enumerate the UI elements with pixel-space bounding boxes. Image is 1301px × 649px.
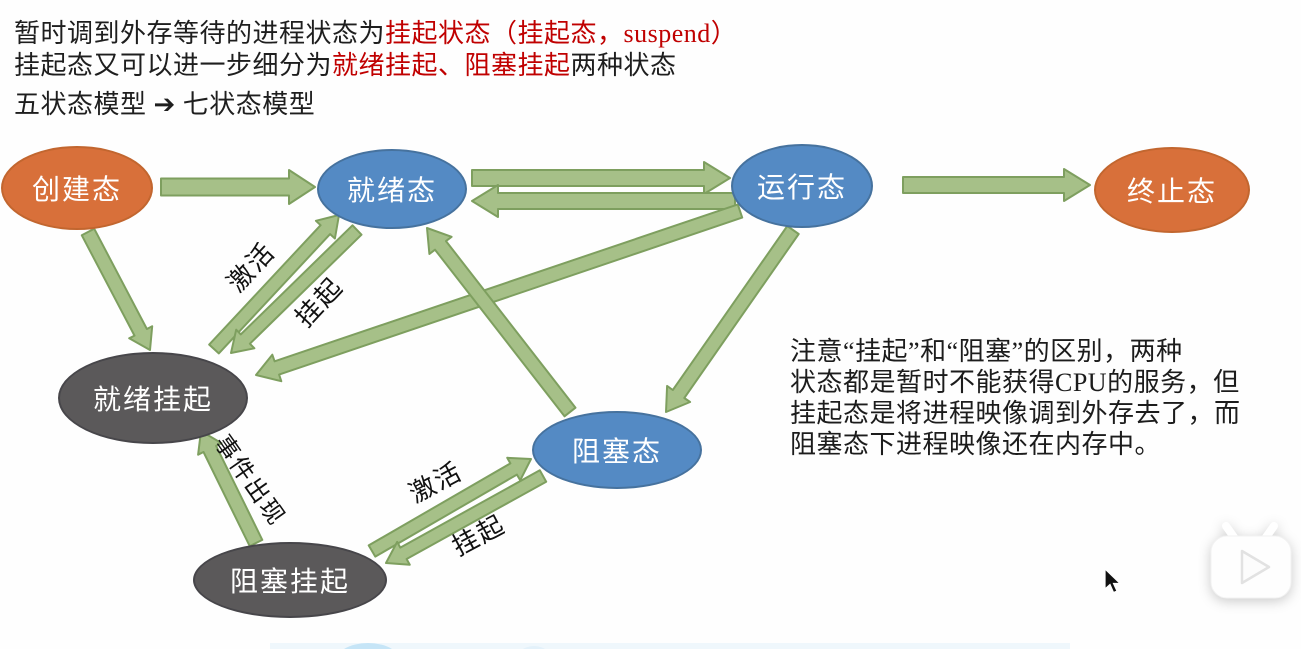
note-paragraph: 注意“挂起”和“阻塞”的区别，两种状态都是暂时不能获得CPU的服务，但挂起态是将… — [790, 336, 1295, 460]
header-line-3: 五状态模型 ➔ 七状态模型 — [14, 89, 737, 121]
tv-play-icon — [1210, 522, 1292, 599]
state-node-create: 创建态 — [1, 146, 153, 230]
arrow-suspend-blocked — [385, 469, 548, 566]
arrow-blocked-to-ready — [426, 227, 577, 418]
arrow-create-to-ready — [160, 169, 316, 205]
state-node-ready-suspended: 就绪挂起 — [58, 352, 248, 444]
bottom-blob-2 — [522, 646, 546, 649]
arrow-create-to-ready-suspended — [80, 227, 154, 351]
state-node-blocked-suspended: 阻塞挂起 — [193, 542, 387, 618]
state-node-running: 运行态 — [731, 144, 873, 228]
arrow-event-occurs — [197, 430, 264, 548]
arrow-activate-blocked-suspended — [367, 456, 532, 558]
note-line-4: 阻塞态下进程映像还在内存中。 — [790, 430, 1162, 459]
plain-text: 挂起态又可以进一步细分为 — [14, 51, 333, 80]
mouse-cursor — [1104, 567, 1124, 602]
highlight-red-text: 就绪挂起、阻塞挂起 — [332, 51, 571, 80]
highlight-red-text: 挂起状态（挂起态，suspend） — [385, 19, 738, 48]
bottom-band — [270, 643, 1070, 649]
plain-text: 五状态模型 ➔ 七状态模型 — [14, 90, 316, 119]
tv-play-watermark — [1206, 518, 1301, 618]
arrow-running-to-ready-suspended — [255, 203, 744, 383]
note-line-3: 挂起态是将进程映像调到外存去了，而 — [790, 399, 1241, 428]
arrow-activate-ready-suspended — [208, 214, 340, 355]
state-node-ready: 就绪态 — [317, 149, 467, 229]
note-line-1: 注意“挂起”和“阻塞”的区别，两种 — [790, 337, 1183, 366]
plain-text: 两种状态 — [570, 51, 677, 80]
state-node-terminated: 终止态 — [1094, 147, 1250, 233]
arrow-running-to-ready — [471, 184, 736, 218]
plain-text: 暂时调到外存等待的进程状态为 — [14, 19, 386, 48]
header-line-1: 暂时调到外存等待的进程状态为挂起状态（挂起态，suspend） — [14, 18, 737, 50]
arrow-suspend-ready — [230, 224, 363, 354]
state-node-blocked: 阻塞态 — [532, 411, 702, 489]
note-line-2: 状态都是暂时不能获得CPU的服务，但 — [790, 368, 1240, 397]
arrow-ready-to-running — [471, 161, 731, 195]
arrow-running-to-terminated — [902, 168, 1091, 202]
bottom-blob-1 — [343, 643, 393, 649]
arrow-running-to-blocked — [665, 225, 800, 413]
header-line-2: 挂起态又可以进一步细分为就绪挂起、阻塞挂起两种状态 — [14, 50, 737, 82]
header-text-block: 暂时调到外存等待的进程状态为挂起状态（挂起态，suspend）挂起态又可以进一步… — [14, 18, 737, 121]
